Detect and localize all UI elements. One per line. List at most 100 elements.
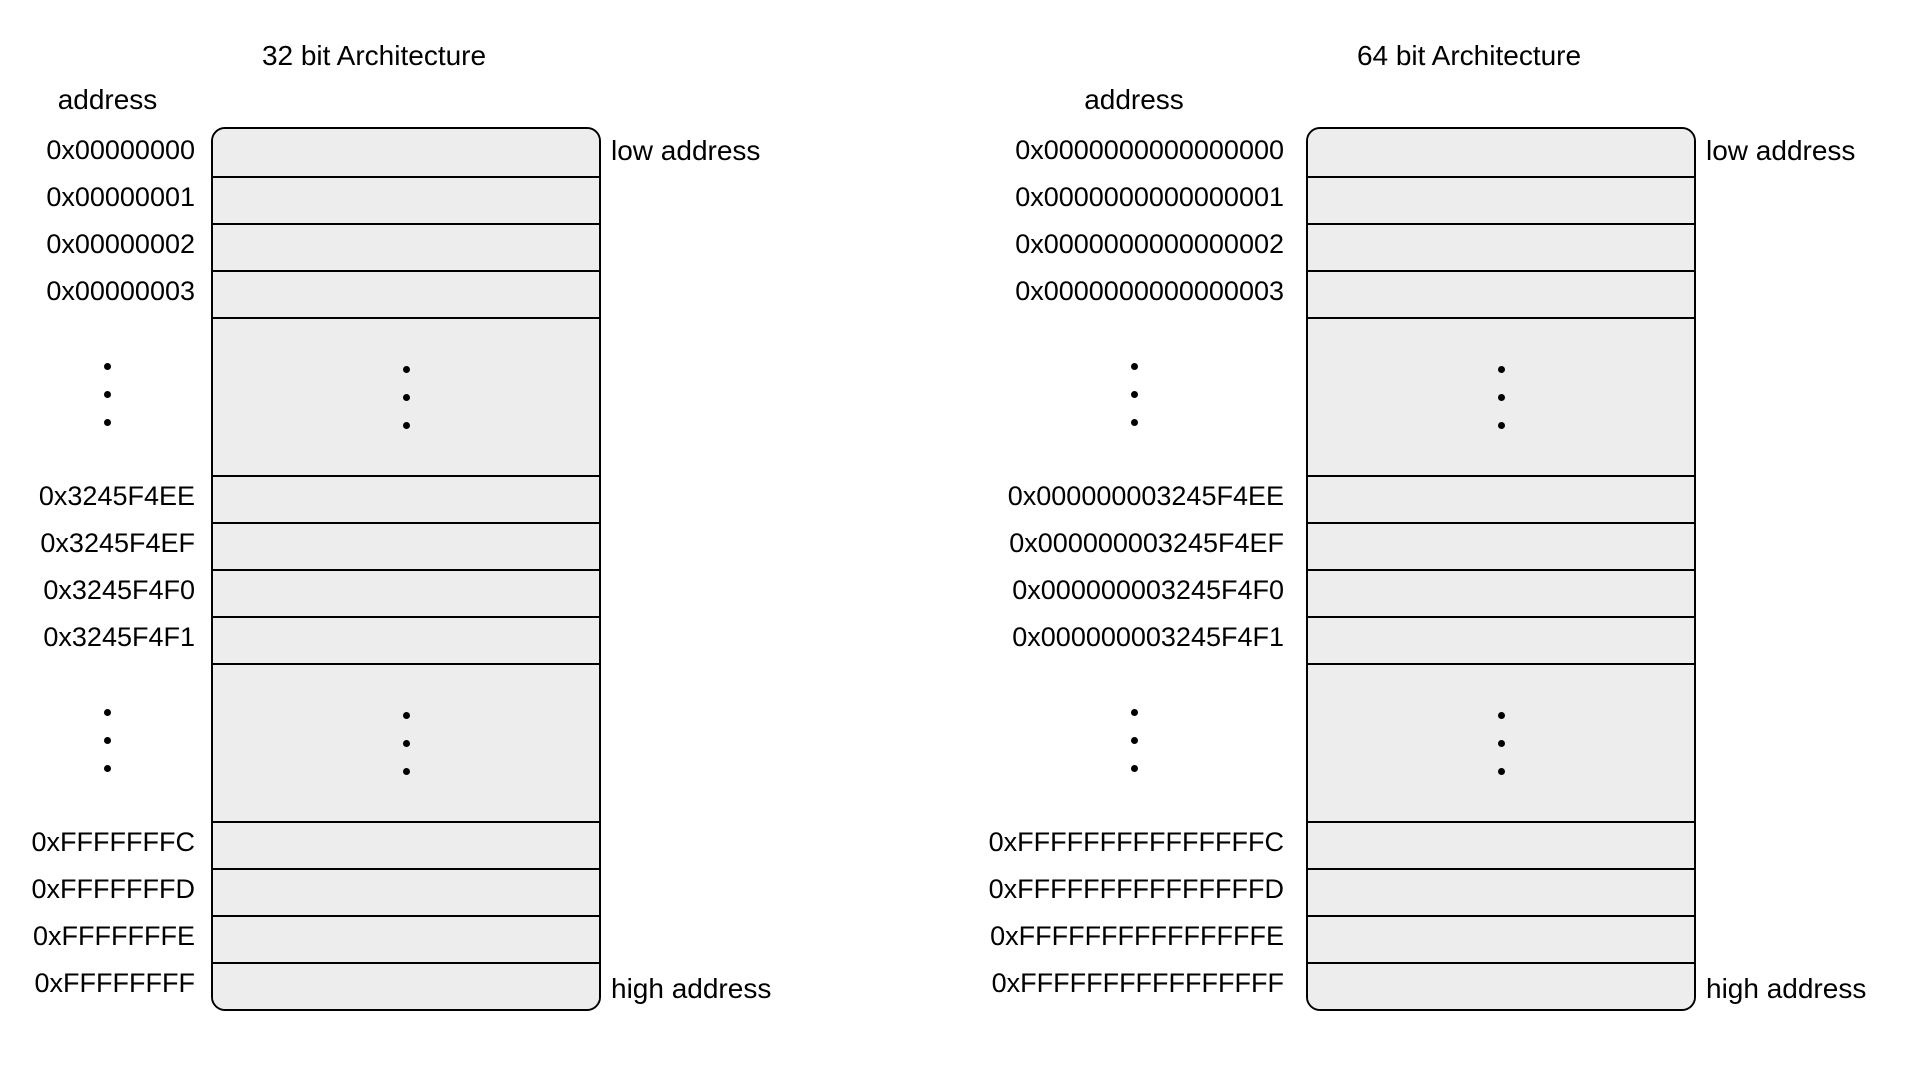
ellipsis-dot	[1497, 767, 1505, 775]
ellipsis-dot	[1130, 764, 1138, 772]
ellipsis-dot	[1497, 421, 1505, 429]
ellipsis-dot	[402, 365, 410, 373]
address-column-header: address	[57, 84, 158, 115]
memory-cell	[1308, 223, 1694, 270]
memory-cell	[213, 821, 599, 868]
ellipsis-dot	[402, 393, 410, 401]
memory-box	[211, 127, 601, 1011]
address-label: 0x3245F4F0	[43, 575, 195, 605]
address-label: 0x3245F4F1	[43, 622, 195, 652]
address-label: 0x000000003245F4EF	[1009, 528, 1284, 558]
ellipsis-row	[1308, 317, 1694, 475]
address-label: 0x000000003245F4EE	[1007, 481, 1284, 511]
memory-cell	[213, 616, 599, 663]
address-label-column: 0x0000000000000000 0x0000000000000001 0x00…	[984, 127, 1284, 1007]
ellipsis-dot	[1130, 390, 1138, 398]
memory-cell	[1308, 270, 1694, 317]
vertical-ellipsis-dots	[1497, 711, 1505, 775]
memory-cell	[1308, 915, 1694, 962]
memory-box	[1306, 127, 1696, 1011]
memory-cell	[213, 569, 599, 616]
ellipsis-row	[20, 315, 195, 473]
address-label: 0xFFFFFFFD	[31, 874, 195, 904]
ellipsis-dot	[104, 390, 111, 398]
memory-cell	[1308, 522, 1694, 569]
ellipsis-dot	[104, 736, 111, 744]
vertical-ellipsis-dots	[104, 362, 111, 426]
address-label: 0xFFFFFFFE	[33, 921, 195, 951]
address-label: 0x3245F4EF	[40, 528, 195, 558]
memory-cell	[213, 223, 599, 270]
address-label: 0xFFFFFFFFFFFFFFFD	[988, 874, 1284, 904]
memory-cell	[1308, 569, 1694, 616]
address-label: 0xFFFFFFFF	[34, 968, 195, 998]
address-label-column: 0x00000000 0x00000001 0x00000002 0x00000003…	[20, 127, 195, 1007]
address-label: 0x0000000000000002	[1015, 229, 1284, 259]
ellipsis-dot	[1497, 393, 1505, 401]
address-label: 0x00000003	[46, 276, 195, 306]
address-label: 0x00000000	[46, 135, 195, 165]
ellipsis-row	[984, 315, 1284, 473]
memory-cell	[1308, 129, 1694, 176]
ellipsis-dot	[104, 764, 111, 772]
high-address-annotation: high address	[611, 973, 772, 1004]
vertical-ellipsis-dots	[1130, 708, 1138, 772]
ellipsis-dot	[1130, 362, 1138, 370]
ellipsis-row	[1308, 663, 1694, 821]
ellipsis-dot	[104, 362, 111, 370]
address-label: 0x00000001	[46, 182, 195, 212]
address-label: 0x0000000000000003	[1015, 276, 1284, 306]
address-label: 0x00000002	[46, 229, 195, 259]
vertical-ellipsis-dots	[1130, 362, 1138, 426]
memory-cell	[213, 868, 599, 915]
ellipsis-row	[20, 661, 195, 819]
memory-cell	[213, 270, 599, 317]
address-label: 0xFFFFFFFFFFFFFFFC	[988, 827, 1284, 857]
address-label: 0x3245F4EE	[38, 481, 195, 511]
address-label: 0x0000000000000000	[1015, 135, 1284, 165]
ellipsis-dot	[1130, 708, 1138, 716]
memory-cell	[1308, 176, 1694, 223]
address-label: 0xFFFFFFFC	[31, 827, 195, 857]
ellipsis-row	[984, 661, 1284, 819]
memory-cell	[1308, 821, 1694, 868]
memory-cell	[213, 915, 599, 962]
diagram-title-64bit: 64 bit Architecture	[1356, 40, 1582, 71]
ellipsis-dot	[1130, 418, 1138, 426]
memory-cell	[1308, 616, 1694, 663]
memory-cell	[1308, 962, 1694, 1009]
ellipsis-row	[213, 663, 599, 821]
address-column-header: address	[1084, 84, 1184, 115]
vertical-ellipsis-dots	[104, 708, 111, 772]
ellipsis-dot	[1130, 736, 1138, 744]
low-address-annotation: low address	[611, 135, 761, 166]
ellipsis-dot	[402, 767, 410, 775]
ellipsis-dot	[402, 739, 410, 747]
high-address-annotation: high address	[1706, 973, 1867, 1004]
vertical-ellipsis-dots	[402, 711, 410, 775]
ellipsis-dot	[1497, 711, 1505, 719]
ellipsis-dot	[1497, 739, 1505, 747]
memory-cell	[1308, 475, 1694, 522]
vertical-ellipsis-dots	[1497, 365, 1505, 429]
ellipsis-dot	[104, 708, 111, 716]
memory-cell	[213, 962, 599, 1009]
ellipsis-dot	[1497, 365, 1505, 373]
address-label: 0xFFFFFFFFFFFFFFFF	[991, 968, 1284, 998]
memory-cell	[213, 129, 599, 176]
ellipsis-dot	[402, 421, 410, 429]
address-label: 0xFFFFFFFFFFFFFFFE	[990, 921, 1284, 951]
low-address-annotation: low address	[1706, 135, 1856, 166]
diagram-title-32bit: 32 bit Architecture	[261, 40, 487, 71]
address-label: 0x000000003245F4F0	[1012, 575, 1284, 605]
memory-cell	[1308, 868, 1694, 915]
vertical-ellipsis-dots	[402, 365, 410, 429]
ellipsis-row	[213, 317, 599, 475]
address-label: 0x0000000000000001	[1015, 182, 1284, 212]
address-label: 0x000000003245F4F1	[1012, 622, 1284, 652]
ellipsis-dot	[104, 418, 111, 426]
memory-cell	[213, 522, 599, 569]
